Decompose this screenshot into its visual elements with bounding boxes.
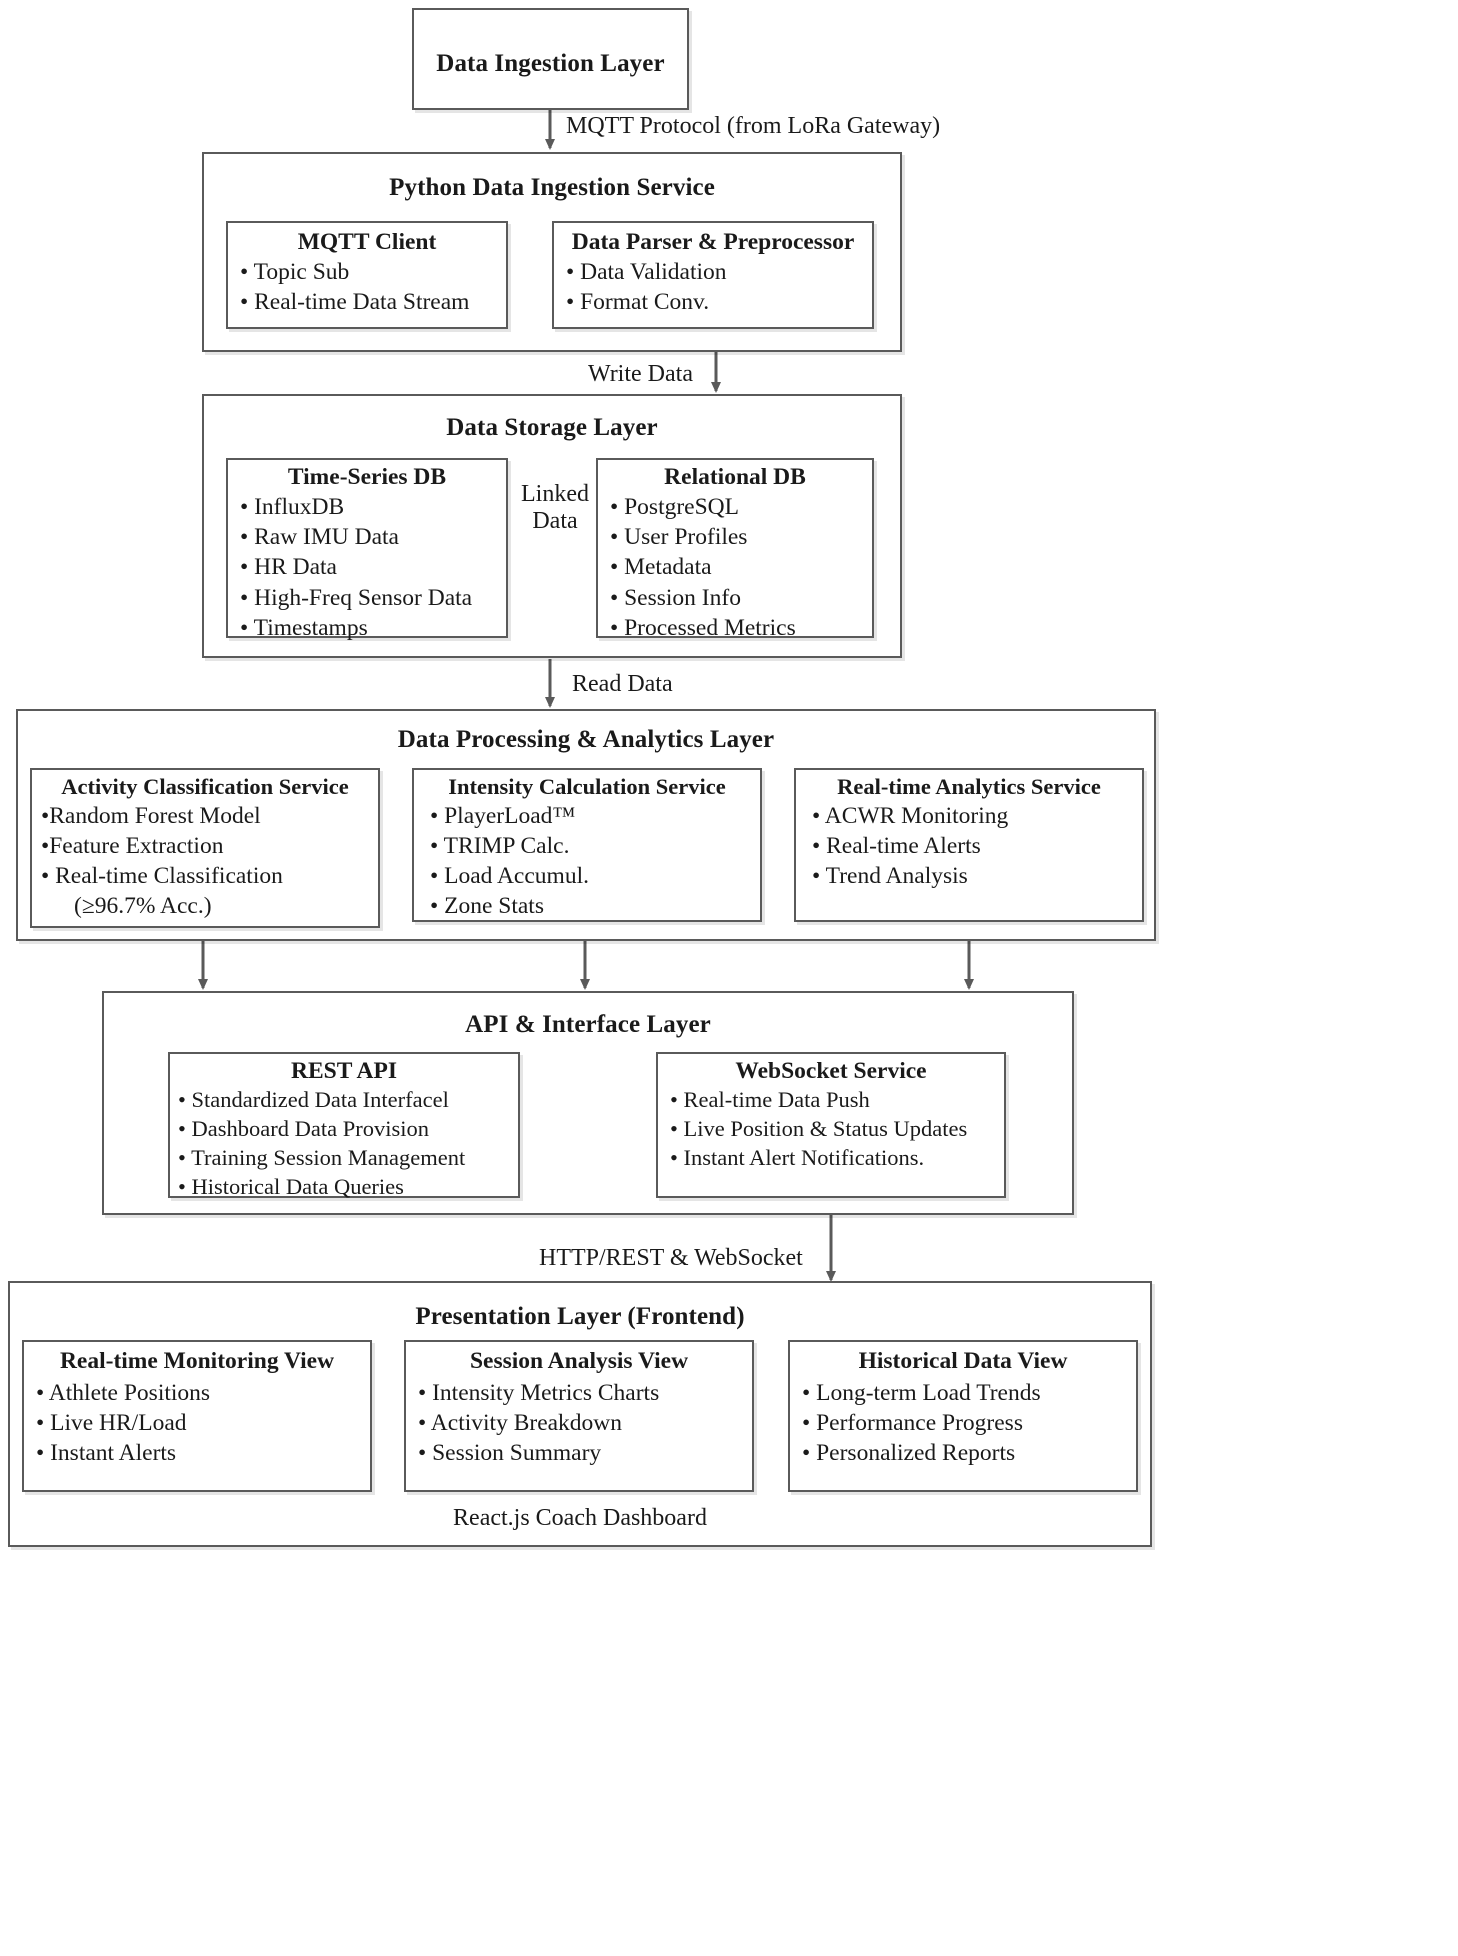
list-item: • Intensity Metrics Charts [418,1380,660,1407]
list-item: • Activity Breakdown [418,1410,623,1437]
list-item: • PostgreSQL [610,494,739,521]
node-title: Time-Series DB [287,464,447,490]
node-historical-data-view[interactable]: Historical Data View • Long-term Load Tr… [788,1340,1138,1492]
node-items: • Real-time Data Push • Live Position & S… [670,1086,1004,1172]
list-item: • Personalized Reports [802,1440,1016,1467]
list-item: • Raw IMU Data [240,524,399,551]
list-item: • Timestamps [240,614,368,641]
list-item: • Real-time Data Push [670,1087,870,1113]
list-item: • Topic Sub [240,259,350,286]
node-data-parser-preprocessor[interactable]: Data Parser & Preprocessor • Data Valida… [552,221,874,329]
node-title: Activity Classification Service [61,774,349,799]
list-item: • ACWR Monitoring [812,803,1009,830]
node-title: Relational DB [664,464,806,490]
edge-label-mqtt-protocol: MQTT Protocol (from LoRa Gateway) [566,113,941,139]
list-item: • High-Freq Sensor Data [240,584,473,611]
list-item: • Trend Analysis [812,863,968,890]
list-item: • Long-term Load Trends [802,1380,1041,1407]
list-item: •Feature Extraction [41,833,224,860]
list-item: • Load Accumul. [430,863,589,890]
node-items: • PostgreSQL • User Profiles • Metadata • S… [610,492,872,642]
node-title: MQTT Client [297,229,437,255]
node-items: • Intensity Metrics Charts • Activity Bre… [418,1378,752,1468]
list-item: • Session Info [610,584,741,611]
node-items: • Topic Sub • Real-time Data Stream [240,257,506,317]
list-item: • Processed Metrics [610,614,796,641]
node-data-ingestion-layer[interactable]: Data Ingestion Layer [412,8,689,110]
node-items: • PlayerLoad™ • TRIMP Calc. • Load Accumul… [430,801,760,921]
node-title: Session Analysis View [469,1348,689,1374]
list-item: • Instant Alerts [36,1440,177,1467]
node-intensity-calculation-service[interactable]: Intensity Calculation Service • PlayerLo… [412,768,762,922]
linked-data-line-2: Data [532,507,578,534]
list-item: • Performance Progress [802,1410,1023,1437]
list-item: • Format Conv. [566,289,710,316]
list-item: • Historical Data Queries [178,1173,404,1199]
list-item: • PlayerLoad™ [430,803,576,830]
edge-label-read-data: Read Data [572,671,673,697]
list-item: • InfluxDB [240,494,345,521]
node-items: • Standardized Data Interfacel • Dashboar… [178,1086,518,1201]
node-realtime-monitoring-view[interactable]: Real-time Monitoring View • Athlete Posi… [22,1340,372,1492]
node-items: • ACWR Monitoring • Real-time Alerts • Tre… [812,801,1142,891]
presentation-layer-caption: React.js Coach Dashboard [453,1505,707,1531]
node-title: Real-time Analytics Service [837,774,1101,799]
node-item-continuation: (≥96.7% Acc.) [74,893,212,920]
list-item: • Real-time Classification [41,863,283,890]
node-session-analysis-view[interactable]: Session Analysis View • Intensity Metric… [404,1340,754,1492]
node-items: • Athlete Positions • Live HR/Load • Insta… [36,1378,370,1468]
list-item: • Instant Alert Notifications. [670,1144,925,1170]
node-items: •Random Forest Model •Feature Extraction •… [41,801,378,891]
node-title: Real-time Monitoring View [59,1348,335,1374]
list-item: • TRIMP Calc. [430,833,570,860]
node-title: Intensity Calculation Service [448,774,726,799]
node-time-series-db[interactable]: Time-Series DB • InfluxDB• Raw IMU Data•… [226,458,508,641]
node-title: API & Interface Layer [465,1011,711,1038]
node-title: Presentation Layer (Frontend) [415,1303,745,1330]
list-item: • Standardized Data Interfacel [178,1087,449,1113]
node-items: • InfluxDB • Raw IMU Data • HR Data • High-… [240,492,506,642]
list-item: • Session Summary [418,1440,602,1467]
node-rest-api[interactable]: REST API • Standardized Data Interfacel•… [168,1052,520,1201]
node-mqtt-client[interactable]: MQTT Client • Topic Sub • Real-time Data … [226,221,508,329]
list-item: • Dashboard Data Provision [178,1116,429,1142]
edge-label-http-rest-websocket: HTTP/REST & WebSocket [539,1245,803,1271]
list-item: • Training Session Management [178,1144,466,1170]
list-item: • Athlete Positions [36,1380,211,1407]
list-item: • Data Validation [566,259,727,286]
node-items: • Data Validation • Format Conv. [566,257,872,317]
node-title: Data Storage Layer [446,414,658,441]
node-title: Data Processing & Analytics Layer [397,726,775,753]
linked-data-line-1: Linked [521,481,589,507]
list-item: •Random Forest Model [41,803,261,830]
node-title: Historical Data View [858,1348,1068,1374]
node-title: Data Parser & Preprocessor [571,229,855,255]
node-title: WebSocket Service [735,1058,927,1084]
list-item: • Real-time Alerts [812,833,981,860]
node-websocket-service[interactable]: WebSocket Service • Real-time Data Push•… [656,1052,1006,1198]
list-item: • Metadata [610,554,712,581]
node-relational-db[interactable]: Relational DB • PostgreSQL • User Profile… [596,458,874,641]
node-title: REST API [290,1058,397,1084]
node-activity-classification-service[interactable]: Activity Classification Service •Random … [30,768,380,928]
list-item: • Real-time Data Stream [240,289,470,316]
edge-label-write-data: Write Data [588,361,693,387]
list-item: • HR Data [240,554,337,581]
list-item: • Zone Stats [430,893,544,920]
list-item: • User Profiles [610,524,748,551]
list-item: • Live HR/Load [36,1410,187,1437]
node-items: • Long-term Load Trends • Performance Pro… [802,1378,1136,1468]
list-item: • Live Position & Status Updates [670,1116,968,1142]
node-realtime-analytics-service[interactable]: Real-time Analytics Service • ACWR Monit… [794,768,1144,922]
edge-label-linked-data: Linked Data [514,481,596,535]
node-title: Python Data Ingestion Service [389,174,715,201]
node-title: Data Ingestion Layer [436,50,665,77]
